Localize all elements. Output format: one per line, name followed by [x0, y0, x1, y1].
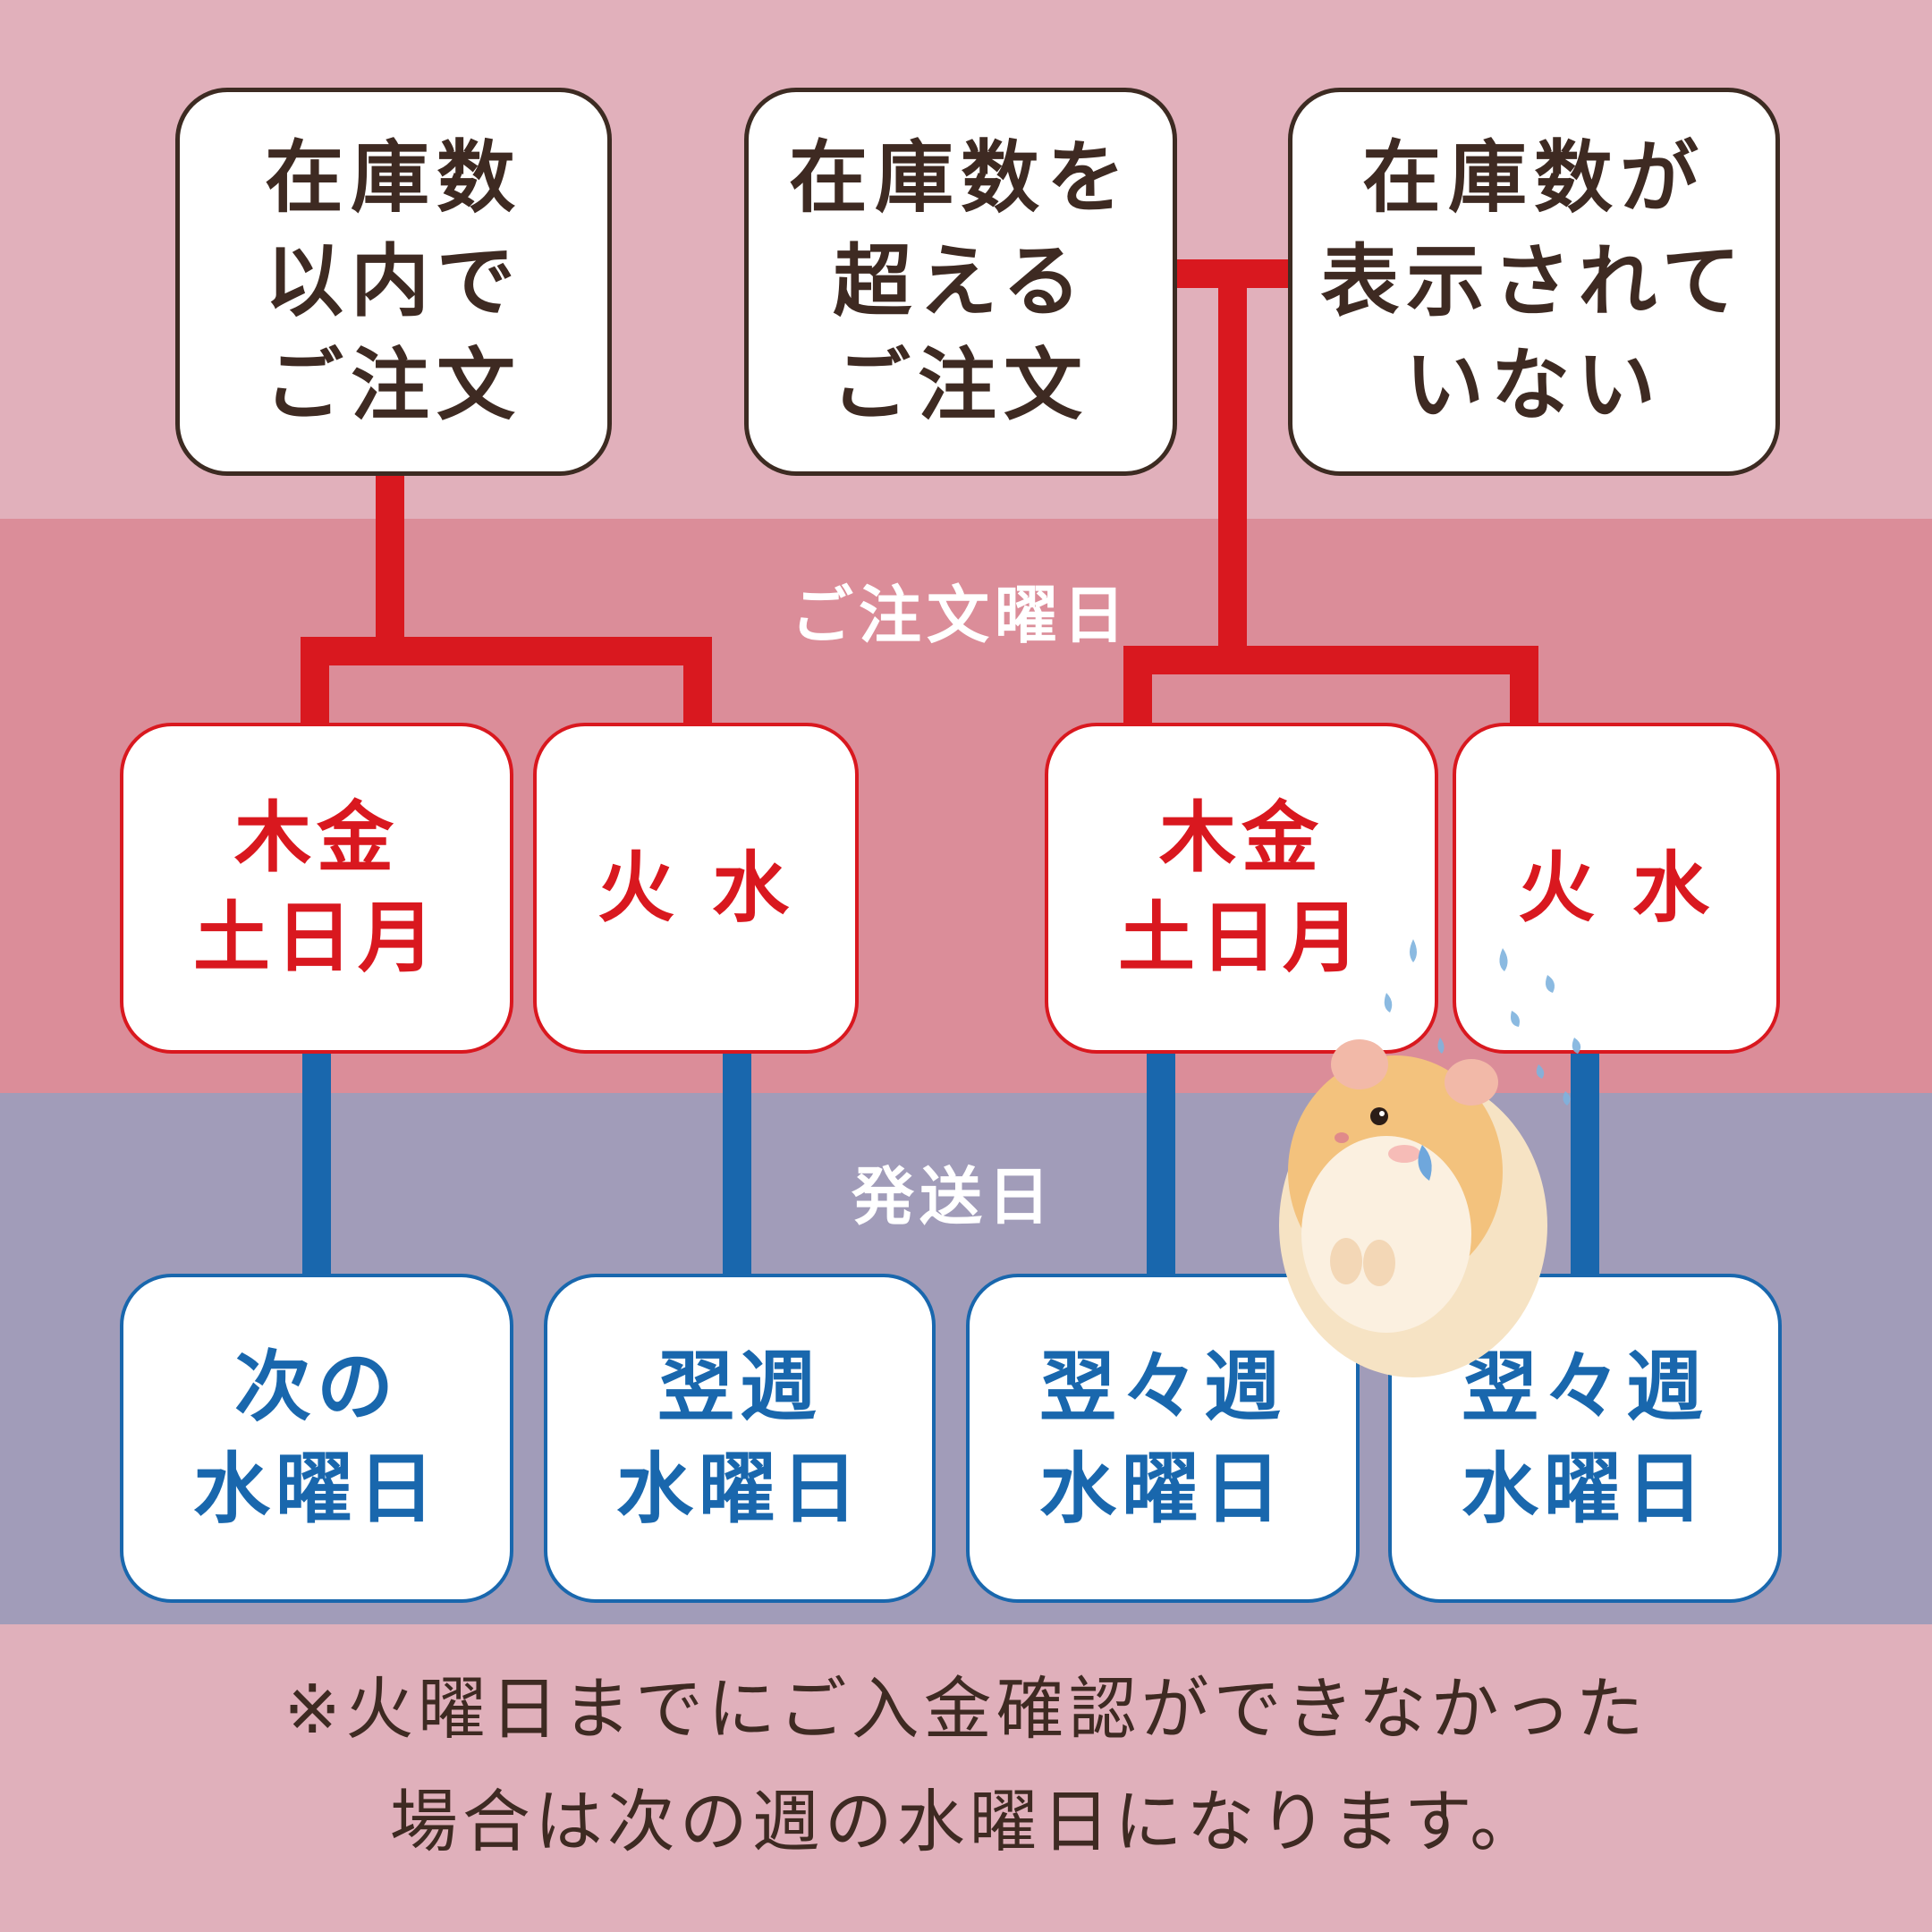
connector-line	[1571, 1048, 1599, 1281]
connector-line	[1123, 646, 1538, 674]
condition-box-no-stock-shown: 在庫数が 表示されて いない	[1288, 88, 1780, 476]
order-day-box-tue-wed: 火 水	[1453, 723, 1780, 1054]
connector-line	[1123, 646, 1152, 726]
note-band	[0, 1624, 1932, 1932]
connector-line	[301, 637, 329, 726]
connector-line	[1218, 259, 1247, 653]
condition-box-over-stock: 在庫数を 超える ご注文	[744, 88, 1177, 476]
condition-box-in-stock: 在庫数 以内で ご注文	[175, 88, 612, 476]
ship-day-box-next-wed: 次の 水曜日	[120, 1274, 513, 1603]
connector-line	[1510, 646, 1538, 726]
worried-hamster-icon	[1279, 939, 1581, 1377]
ship-day-box-following-week-wed: 翌週 水曜日	[544, 1274, 936, 1603]
ship-day-label: 発送日	[852, 1160, 1055, 1233]
connector-line	[1147, 1048, 1175, 1281]
connector-line	[301, 637, 712, 665]
order-day-label: ご注文曜日	[791, 579, 1131, 652]
order-day-box-thu-mon: 木金 土日月	[120, 723, 513, 1054]
ship-day-box-two-weeks-wed: 翌々週 水曜日	[966, 1274, 1360, 1603]
connector-line	[723, 1048, 751, 1281]
connector-line	[683, 637, 712, 726]
connector-line	[302, 1048, 331, 1281]
order-day-box-thu-mon: 木金 土日月	[1045, 723, 1438, 1054]
order-day-box-tue-wed: 火 水	[533, 723, 859, 1054]
connector-line	[376, 474, 404, 644]
footnote-text: ※火曜日までにご入金確認ができなかった 場合は次の週の水曜日になります。	[284, 1669, 1648, 1861]
